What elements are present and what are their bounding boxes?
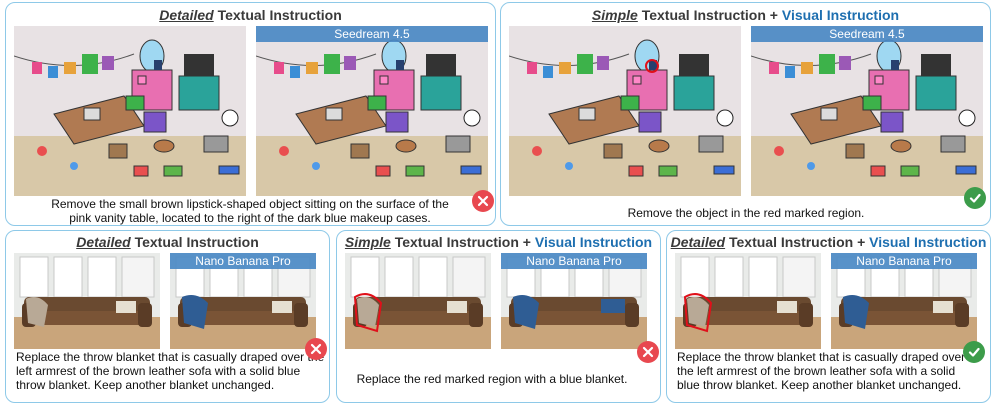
model-label: Seedream 4.5 [256, 26, 488, 42]
check-mark-icon [968, 347, 980, 357]
instruction-text: Remove the small brown lipstick-shaped o… [51, 197, 449, 225]
check-mark-icon [969, 193, 981, 203]
instruction-text: Replace the throw blanket that is casual… [677, 350, 966, 392]
instruction-text: Replace the red marked region with a blu… [356, 372, 628, 386]
x-cross-icon [310, 343, 322, 355]
input-image [345, 253, 491, 349]
input-image [14, 26, 246, 196]
output-image: Nano Banana Pro [170, 253, 316, 349]
x-cross-icon [477, 195, 489, 207]
comparison-panel-seedream-detailed: Detailed Textual Instruction Seedream 4.… [5, 2, 496, 226]
instruction-text: Replace the throw blanket that is casual… [16, 350, 325, 392]
comparison-panel-nanobanana-detailed: Detailed Textual Instruction Nano Banana… [5, 230, 330, 403]
pass-badge [963, 341, 985, 363]
panel-title: Simple Textual Instruction + Visual Inst… [591, 7, 900, 23]
panel-title: Detailed Textual Instruction [76, 234, 259, 250]
fail-badge [305, 338, 327, 360]
panel-title: Detailed Textual Instruction [159, 7, 342, 23]
model-label: Nano Banana Pro [501, 253, 647, 269]
model-label: Nano Banana Pro [831, 253, 977, 269]
x-cross-icon [642, 346, 654, 358]
output-image: Seedream 4.5 [751, 26, 983, 196]
output-image: Nano Banana Pro [831, 253, 977, 349]
instruction-text: Remove the object in the red marked regi… [627, 206, 865, 220]
pass-badge [964, 187, 986, 209]
input-image [14, 253, 160, 349]
output-image: Seedream 4.5 [256, 26, 488, 196]
model-label: Nano Banana Pro [170, 253, 316, 269]
panel-title: Simple Textual Instruction + Visual Inst… [344, 234, 653, 250]
comparison-panel-nanobanana-simple-visual: Simple Textual Instruction + Visual Inst… [336, 230, 661, 403]
panel-title: Detailed Textual Instruction + Visual In… [670, 234, 987, 250]
input-image [675, 253, 821, 349]
comparison-panel-seedream-simple-visual: Simple Textual Instruction + Visual Inst… [500, 2, 991, 226]
output-image: Nano Banana Pro [501, 253, 647, 349]
input-image [509, 26, 741, 196]
fail-badge [637, 341, 659, 363]
fail-badge [472, 190, 494, 212]
model-label: Seedream 4.5 [751, 26, 983, 42]
comparison-panel-nanobanana-detailed-visual: Detailed Textual Instruction + Visual In… [666, 230, 991, 403]
